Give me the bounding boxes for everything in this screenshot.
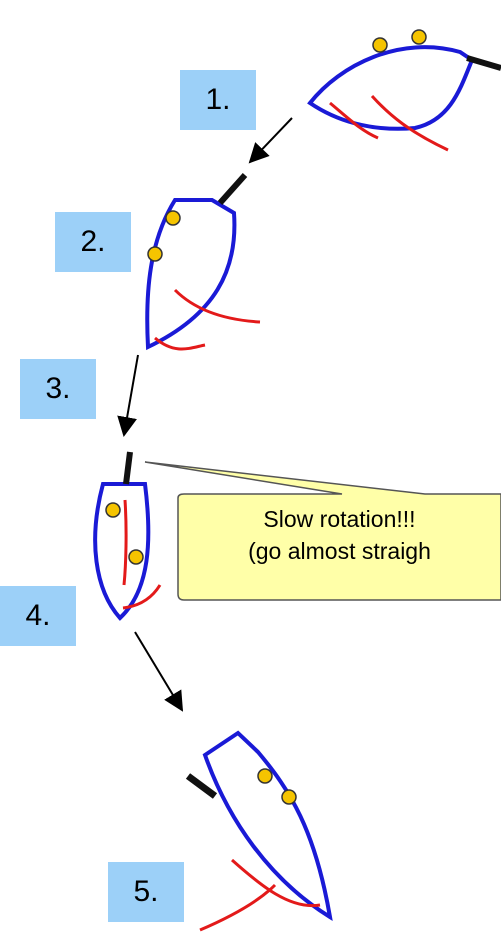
- boat-1-keel: [329, 101, 379, 140]
- boat-3-keel: [122, 499, 128, 586]
- callout-bubble: [144, 461, 501, 601]
- boat-2-hull: [145, 198, 237, 351]
- boat-5-tiller: [185, 773, 218, 799]
- step-label-4: 4.: [0, 586, 76, 646]
- boat-3-rudder: [122, 584, 162, 610]
- step-label-3: 3.: [20, 359, 96, 419]
- boat-5-crew-1: [257, 768, 273, 784]
- boat-3-tiller: [123, 451, 133, 485]
- boat-2-rudder: [173, 288, 261, 324]
- boat-3-crew-2: [128, 549, 144, 565]
- boat-5-crew-2: [281, 789, 297, 805]
- boat-2-keel: [154, 336, 206, 351]
- boat-5: [185, 730, 333, 932]
- callout-line-2: (go almost straigh: [248, 538, 431, 564]
- arrow-2-to-3: [117, 354, 139, 437]
- step-label-1: 1.: [180, 70, 256, 130]
- boat-2: [145, 173, 261, 351]
- boat-1-crew-1: [372, 37, 388, 53]
- arrow-4-to-5: [134, 631, 184, 712]
- boat-2-crew-1: [165, 210, 181, 226]
- boat-5-keel: [199, 883, 277, 932]
- boat-5-rudder: [231, 858, 321, 908]
- boat-3-hull: [93, 482, 151, 621]
- boat-1-tiller: [466, 55, 501, 71]
- boat-1-crew-2: [411, 29, 427, 45]
- boat-5-hull: [202, 730, 333, 922]
- boat-1-rudder: [370, 94, 449, 152]
- boat-3-crew-1: [105, 502, 121, 518]
- step-label-5: 5.: [108, 862, 184, 922]
- arrow-1-to-2: [248, 117, 293, 164]
- boat-2-crew-2: [147, 246, 163, 262]
- callout-text: Slow rotation!!! (go almost straigh: [178, 503, 501, 567]
- callout-line-1: Slow rotation!!!: [263, 506, 416, 532]
- boat-2-tiller: [217, 173, 248, 205]
- boat-3: [93, 451, 162, 621]
- boat-1: [307, 29, 501, 152]
- boat-1-hull: [307, 45, 475, 131]
- step-label-2: 2.: [55, 212, 131, 272]
